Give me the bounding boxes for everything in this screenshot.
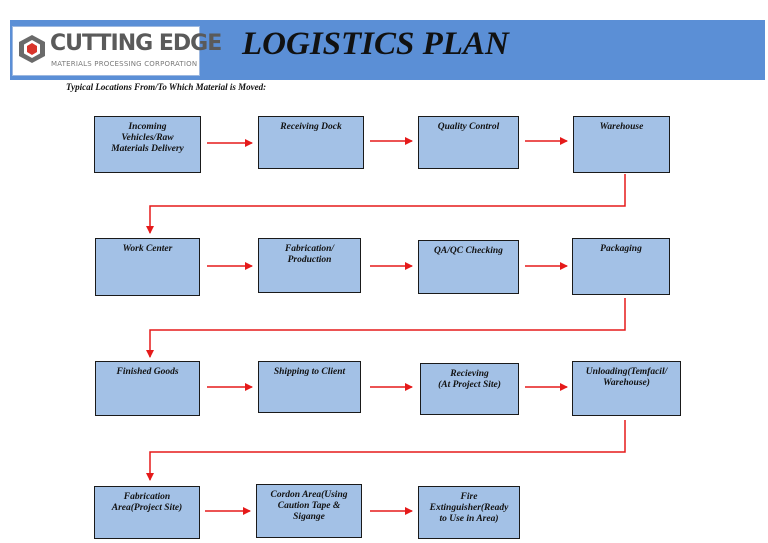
step-fabrication-production: Fabrication/ Production bbox=[258, 238, 361, 293]
connector-row3-row4 bbox=[146, 420, 626, 481]
diagram-subtitle: Typical Locations From/To Which Material… bbox=[66, 82, 267, 92]
step-qa-qc-checking: QA/QC Checking bbox=[418, 240, 519, 294]
step-fire-extinguisher: Fire Extinguisher(Ready to Use in Area) bbox=[418, 486, 520, 539]
step-incoming-delivery: Incoming Vehicles/Raw Materials Delivery bbox=[94, 116, 201, 173]
step-finished-goods: Finished Goods bbox=[95, 361, 200, 416]
cutting-edge-logo-icon bbox=[19, 35, 45, 63]
step-cordon-area: Cordon Area(Using Caution Tape & Sigange bbox=[256, 484, 362, 538]
page-title: LOGISTICS PLAN bbox=[242, 26, 509, 62]
connector-row1-row2 bbox=[146, 174, 626, 234]
step-quality-control: Quality Control bbox=[418, 116, 519, 169]
step-work-center: Work Center bbox=[95, 238, 200, 296]
step-receiving-project-site: Recieving (At Project Site) bbox=[420, 363, 519, 415]
step-shipping-to-client: Shipping to Client bbox=[258, 361, 361, 413]
company-logo: CUTTING EDGE MATERIALS PROCESSING CORPOR… bbox=[12, 26, 222, 76]
connector-row2-row3 bbox=[146, 298, 626, 358]
step-packaging: Packaging bbox=[572, 238, 670, 295]
step-fabrication-area: Fabrication Area(Project Site) bbox=[94, 486, 200, 539]
step-warehouse: Warehouse bbox=[573, 116, 670, 173]
step-receiving-dock: Receiving Dock bbox=[258, 116, 364, 169]
brand-name: CUTTING EDGE bbox=[50, 31, 222, 56]
brand-tagline: MATERIALS PROCESSING CORPORATION bbox=[51, 60, 198, 68]
step-unloading: Unloading(Temfacil/ Warehouse) bbox=[572, 361, 681, 416]
